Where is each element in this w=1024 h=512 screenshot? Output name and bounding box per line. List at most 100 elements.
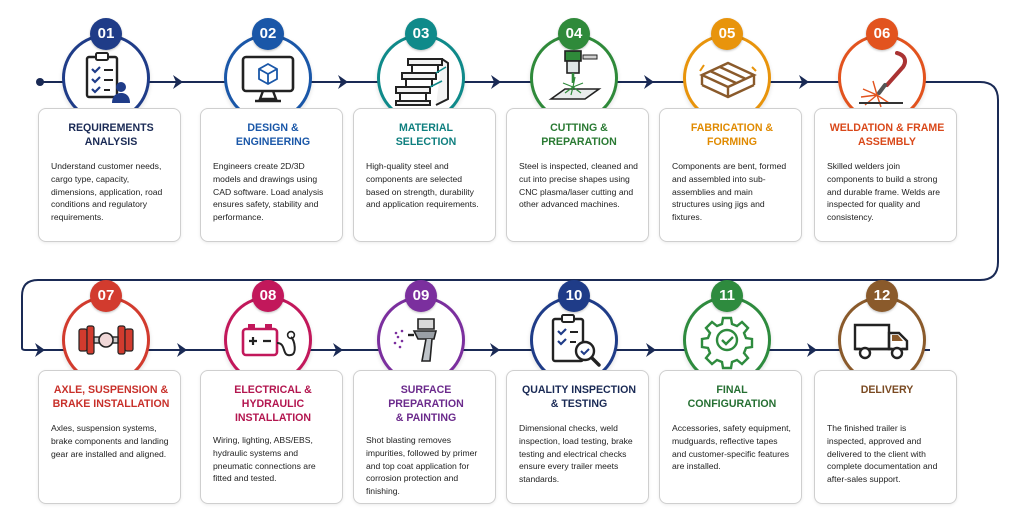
frame-jig-icon <box>699 61 757 99</box>
process-step-06: 06 WELDATION & FRAME ASSEMBLY Skilled wel… <box>814 8 962 248</box>
step-title-line: ANALYSIS <box>84 136 138 148</box>
battery-cable-icon <box>241 324 296 357</box>
process-step-09: 09 SURFACE PREPARATION& PAINTING Shot bl… <box>353 270 501 510</box>
flow-arrow <box>644 75 654 89</box>
step-title-line: & TESTING <box>550 398 608 410</box>
clipboard-magnifier-icon <box>551 314 601 367</box>
flow-arrow <box>35 343 45 357</box>
step-title-line: WELDATION & FRAME <box>829 122 945 134</box>
step-description: Axles, suspension systems, brake compone… <box>51 423 169 459</box>
step-number-badge: 12 <box>866 280 898 312</box>
step-title-line: REQUIREMENTS <box>68 122 154 134</box>
flow-arrow <box>173 75 183 89</box>
flow-arrow <box>490 343 500 357</box>
step-number-badge: 10 <box>558 280 590 312</box>
step-title: CUTTING & PREPARATION <box>519 121 639 151</box>
step-number-badge: 07 <box>90 280 122 312</box>
step-title-line: CUTTING & <box>550 122 608 134</box>
step-number-badge: 06 <box>866 18 898 50</box>
step-description: Engineers create 2D/3D models and drawin… <box>213 161 324 223</box>
process-step-10: 10 QUALITY INSPECTION & TESTING Dimension… <box>506 270 654 510</box>
process-step-12: 12 DELIVERY The finished trailer is insp… <box>814 270 962 510</box>
step-card: DESIGN & ENGINEERING Engineers create 2D/… <box>200 108 343 242</box>
step-title-line: CONFIGURATION <box>687 398 777 410</box>
step-number-badge: 09 <box>405 280 437 312</box>
truck-icon <box>853 323 909 360</box>
step-title-line: AXLE, SUSPENSION & <box>53 384 169 396</box>
step-title-line: ENGINEERING <box>235 136 311 148</box>
step-title: AXLE, SUSPENSION & BRAKE INSTALLATION <box>51 383 171 413</box>
step-title-line: SELECTION <box>395 136 457 148</box>
process-step-07: 07 AXLE, SUSPENSION & BRAKE INSTALLATION … <box>38 270 186 510</box>
flow-arrow <box>491 75 501 89</box>
spray-gun-icon <box>393 318 438 362</box>
step-title: REQUIREMENTS ANALYSIS <box>51 121 171 151</box>
step-title: WELDATION & FRAME ASSEMBLY <box>827 121 947 151</box>
welding-torch-icon <box>859 51 907 108</box>
step-description: The finished trailer is inspected, appro… <box>827 423 938 485</box>
step-title-line: ASSEMBLY <box>858 136 916 148</box>
step-title-line: HYDRAULIC INSTALLATION <box>234 398 312 424</box>
step-card: QUALITY INSPECTION & TESTING Dimensional … <box>506 370 649 504</box>
step-description: Steel is inspected, cleaned and cut into… <box>519 161 638 210</box>
laser-cutter-icon <box>548 50 602 100</box>
steel-beams-icon <box>395 58 449 106</box>
step-title: ELECTRICAL & HYDRAULIC INSTALLATION <box>213 383 333 425</box>
step-card: WELDATION & FRAME ASSEMBLY Skilled welder… <box>814 108 957 242</box>
step-title: SURFACE PREPARATION& PAINTING <box>366 383 486 425</box>
process-step-04: 04 CUTTING & PREPARATION Steel is inspect… <box>506 8 654 248</box>
step-title: DESIGN & ENGINEERING <box>213 121 333 151</box>
step-number-badge: 08 <box>252 280 284 312</box>
step-title-line: DESIGN & <box>247 122 299 134</box>
clipboard-person-icon <box>85 52 130 103</box>
step-description: High-quality steel and components are se… <box>366 161 479 210</box>
step-title: MATERIAL SELECTION <box>366 121 486 151</box>
axle-icon <box>78 325 134 355</box>
flow-arrow <box>333 343 343 357</box>
step-card: CUTTING & PREPARATION Steel is inspected,… <box>506 108 649 242</box>
step-title: FABRICATION & FORMING <box>672 121 792 151</box>
step-title-line: QUALITY INSPECTION <box>522 384 636 396</box>
flow-arrow <box>177 343 187 357</box>
step-number-badge: 05 <box>711 18 743 50</box>
step-number-badge: 02 <box>252 18 284 50</box>
step-title: QUALITY INSPECTION & TESTING <box>519 383 639 413</box>
step-title-line: ELECTRICAL & <box>234 384 312 396</box>
step-description: Dimensional checks, weld inspection, loa… <box>519 423 633 485</box>
step-description: Accessories, safety equipment, mudguards… <box>672 423 791 472</box>
step-title-line: DELIVERY <box>860 384 914 396</box>
step-card: ELECTRICAL & HYDRAULIC INSTALLATION Wirin… <box>200 370 343 504</box>
step-description: Skilled welders join components to build… <box>827 161 941 223</box>
process-step-02: 02 DESIGN & ENGINEERING Engineers create … <box>200 8 348 248</box>
flow-arrow <box>799 75 809 89</box>
step-title-line: BRAKE INSTALLATION <box>52 398 170 410</box>
step-card: AXLE, SUSPENSION & BRAKE INSTALLATION Axl… <box>38 370 181 504</box>
step-number-badge: 04 <box>558 18 590 50</box>
step-description: Components are bent, formed and assemble… <box>672 161 787 223</box>
process-step-05: 05 FABRICATION & FORMING Components are b… <box>659 8 807 248</box>
step-title-line: & PAINTING <box>395 412 457 424</box>
step-title-line: FABRICATION & <box>690 122 774 134</box>
step-title: DELIVERY <box>827 383 947 413</box>
step-description: Understand customer needs, cargo type, c… <box>51 161 163 223</box>
step-description: Wiring, lighting, ABS/EBS, hydraulic sys… <box>213 435 316 484</box>
step-number-badge: 01 <box>90 18 122 50</box>
step-title-line: PREPARATION <box>541 136 617 148</box>
process-step-08: 08 ELECTRICAL & HYDRAULIC INSTALLATION Wi… <box>200 270 348 510</box>
step-title-line: FORMING <box>706 136 758 148</box>
step-card: SURFACE PREPARATION& PAINTING Shot blast… <box>353 370 496 504</box>
flow-start-dot <box>36 78 44 86</box>
gear-check-icon <box>700 316 754 370</box>
flow-arrow <box>807 343 817 357</box>
step-card: REQUIREMENTS ANALYSIS Understand customer… <box>38 108 181 242</box>
step-card: MATERIAL SELECTION High-quality steel and… <box>353 108 496 242</box>
step-number-badge: 11 <box>711 280 743 312</box>
flow-arrow <box>646 343 656 357</box>
step-title-line: MATERIAL <box>399 122 453 134</box>
